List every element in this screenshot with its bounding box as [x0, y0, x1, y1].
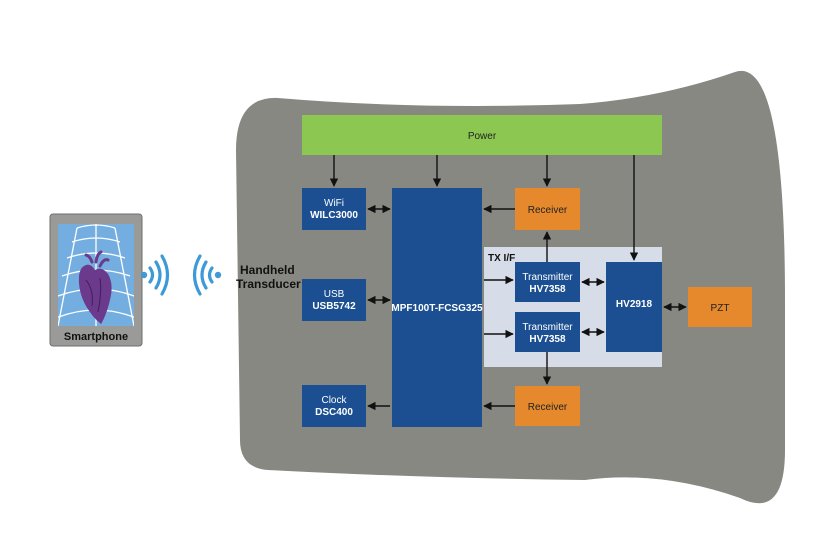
clock-label: Clock — [321, 395, 347, 406]
hv-switch-block — [606, 262, 662, 352]
wifi-left-wave-2 — [154, 260, 162, 290]
clock-block — [302, 385, 366, 427]
signal-arrows — [329, 155, 687, 411]
power-block — [302, 115, 662, 155]
receiver-bottom-block — [515, 386, 580, 426]
wifi-left-wave-3 — [160, 254, 170, 296]
pzt-label: PZT — [711, 303, 730, 314]
wifi-right-wave-2 — [200, 260, 208, 290]
clock-part-number: DSC400 — [315, 407, 353, 418]
wifi-waves-icon — [148, 254, 170, 296]
hv-switch-label: HV2918 — [616, 299, 653, 310]
wifi-right-wave-1 — [207, 266, 214, 284]
usb-label: USB — [324, 289, 345, 300]
receiver-bottom-label: Receiver — [528, 402, 568, 413]
wifi-part-number: WILC3000 — [310, 210, 358, 221]
pzt-block — [688, 287, 752, 327]
wifi-left-wave-1 — [148, 266, 155, 284]
transmitter-1-block — [515, 262, 580, 302]
receiver-top-block — [515, 188, 580, 230]
receiver-top-label: Receiver — [528, 205, 568, 216]
wifi-right-wave-3 — [192, 254, 202, 296]
transmitter-2-part-number: HV7358 — [529, 334, 566, 345]
transducer-label-line1: Handheld — [240, 263, 295, 277]
transmitter-1-part-number: HV7358 — [529, 284, 566, 295]
wifi-waves-icon — [192, 254, 214, 296]
power-label: Power — [468, 131, 497, 142]
transducer-label-line2: Transducer — [236, 277, 301, 291]
fpga-block — [392, 188, 482, 427]
tx-if-label: TX I/F — [488, 253, 515, 264]
transmitter-2-block — [515, 312, 580, 352]
transmitter-2-label: Transmitter — [522, 322, 573, 333]
smartphone-label: Smartphone — [64, 331, 128, 343]
wifi-block — [302, 188, 366, 230]
wifi-label: WiFi — [324, 198, 344, 209]
usb-block — [302, 279, 366, 321]
heart-ultrasound-icon — [78, 250, 112, 324]
smartphone-icon: Smartphone — [49, 213, 143, 347]
usb-part-number: USB5742 — [312, 301, 356, 312]
wifi-left-dot — [140, 271, 148, 279]
wifi-right-dot — [214, 271, 222, 279]
fpga-label: MPF100T-FCSG325 — [391, 303, 483, 314]
transmitter-1-label: Transmitter — [522, 272, 573, 283]
